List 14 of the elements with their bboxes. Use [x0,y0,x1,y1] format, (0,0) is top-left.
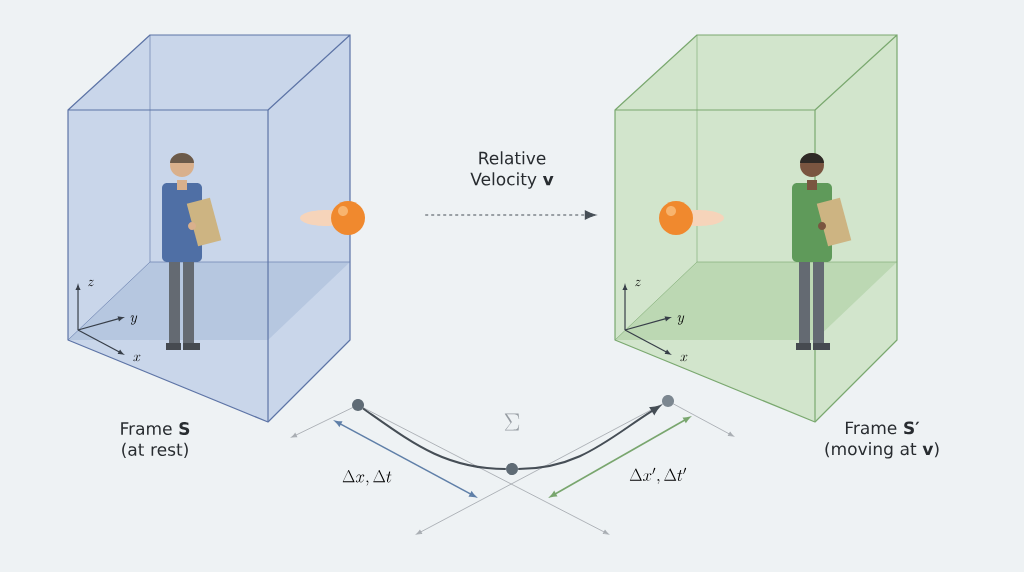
frame-label: Frame S (at rest) [121,422,190,458]
axis-label: $z$ [635,279,642,287]
axis-label: $x$ [133,354,141,362]
sigma-symbol: $\Sigma$ [504,413,520,431]
measure-label: $\Delta x', \Delta t'$ [629,467,687,485]
edge-label: Relative Velocity v [470,151,554,189]
axis-label: $y$ [130,315,138,325]
arrow [517,405,661,470]
frame-label: Frame S′ (moving at v) [825,421,939,459]
axis-label: $x$ [680,354,688,362]
arrow [424,210,596,220]
axis-label: $z$ [88,279,95,287]
measure-label: $\Delta x, \Delta t$ [342,470,392,486]
axis-label: $y$ [677,315,685,325]
